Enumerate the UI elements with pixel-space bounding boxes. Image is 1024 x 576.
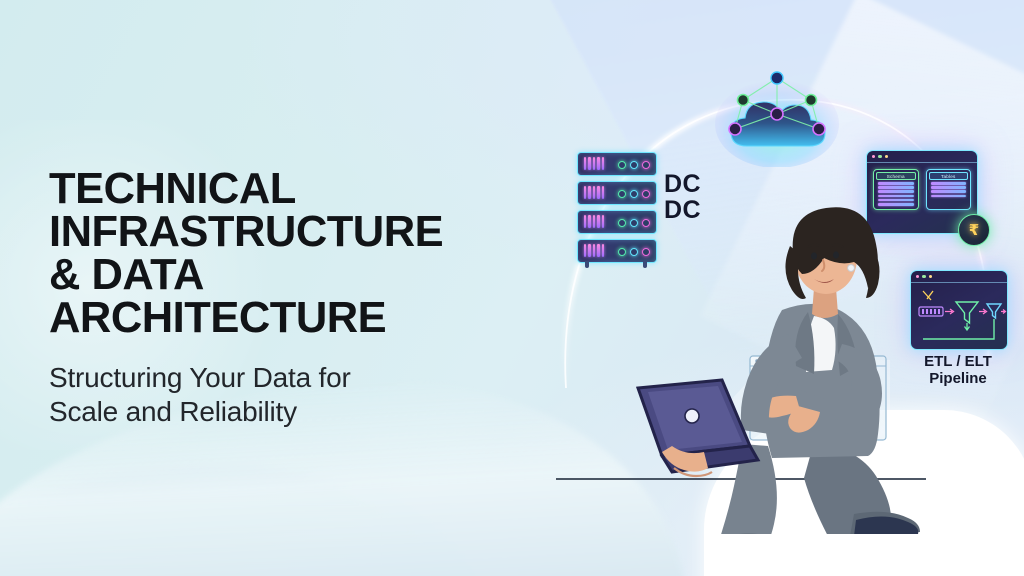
- schema-window-body: Schema Tables: [867, 163, 977, 216]
- rack-leds: [584, 186, 605, 199]
- rack-foot-right: [643, 261, 647, 268]
- rupee-coin-icon: ₹: [958, 214, 990, 246]
- text-block: TECHNICAL INFRASTRUCTURE & DATA ARCHITEC…: [49, 165, 519, 430]
- etl-label-line-2: Pipeline: [929, 369, 987, 387]
- cloud-network-icon: [715, 71, 839, 167]
- etl-pipeline-label: ETL / ELT Pipeline: [878, 353, 1024, 388]
- datacenter-label-line-2: DC: [664, 195, 702, 224]
- subtitle-line-2: Scale and Reliability: [49, 396, 297, 428]
- server-rack-icon: [577, 152, 657, 268]
- illustration-stage: DC DC: [548, 58, 1024, 534]
- woman-with-laptop-icon: [635, 207, 920, 534]
- title-line-2: INFRASTRUCTURE: [49, 208, 444, 257]
- rack-leds: [584, 215, 605, 228]
- title-line-1: TECHNICAL: [49, 165, 296, 213]
- datacenter-label-line-1: DC: [664, 170, 702, 198]
- title-line-3: & DATA: [49, 251, 204, 300]
- rack-leds: [584, 157, 605, 170]
- title-line-4: ARCHITECTURE: [49, 294, 387, 343]
- etl-label-line-1: ETL / ELT: [924, 353, 992, 370]
- schema-panel-right: Tables: [925, 169, 971, 211]
- schema-panel-left: Schema: [873, 169, 919, 211]
- rack-indicators: [618, 247, 650, 256]
- background-glow-left: [0, 120, 300, 450]
- schema-panel-right-title: Tables: [928, 172, 968, 180]
- rack-foot-left: [585, 261, 589, 268]
- rack-indicators: [618, 160, 650, 169]
- rack-leds: [584, 244, 605, 257]
- datacenter-label: DC DC: [664, 170, 702, 224]
- database-schema-icon: Schema Tables ₹: [866, 150, 990, 246]
- etl-funnel-icon: [910, 270, 1008, 350]
- page-subtitle: Structuring Your Data for Scale and Reli…: [49, 361, 519, 429]
- rack-indicators: [618, 189, 650, 198]
- schema-panel-left-title: Schema: [876, 172, 916, 180]
- schema-window-titlebar: [867, 151, 977, 163]
- etl-diagram: [918, 290, 1007, 340]
- subtitle-line-1: Structuring Your Data for: [49, 362, 351, 394]
- rack-indicators: [618, 218, 650, 227]
- page-title: TECHNICAL INFRASTRUCTURE & DATA ARCHITEC…: [49, 165, 519, 343]
- etl-window-titlebar: [911, 271, 1007, 283]
